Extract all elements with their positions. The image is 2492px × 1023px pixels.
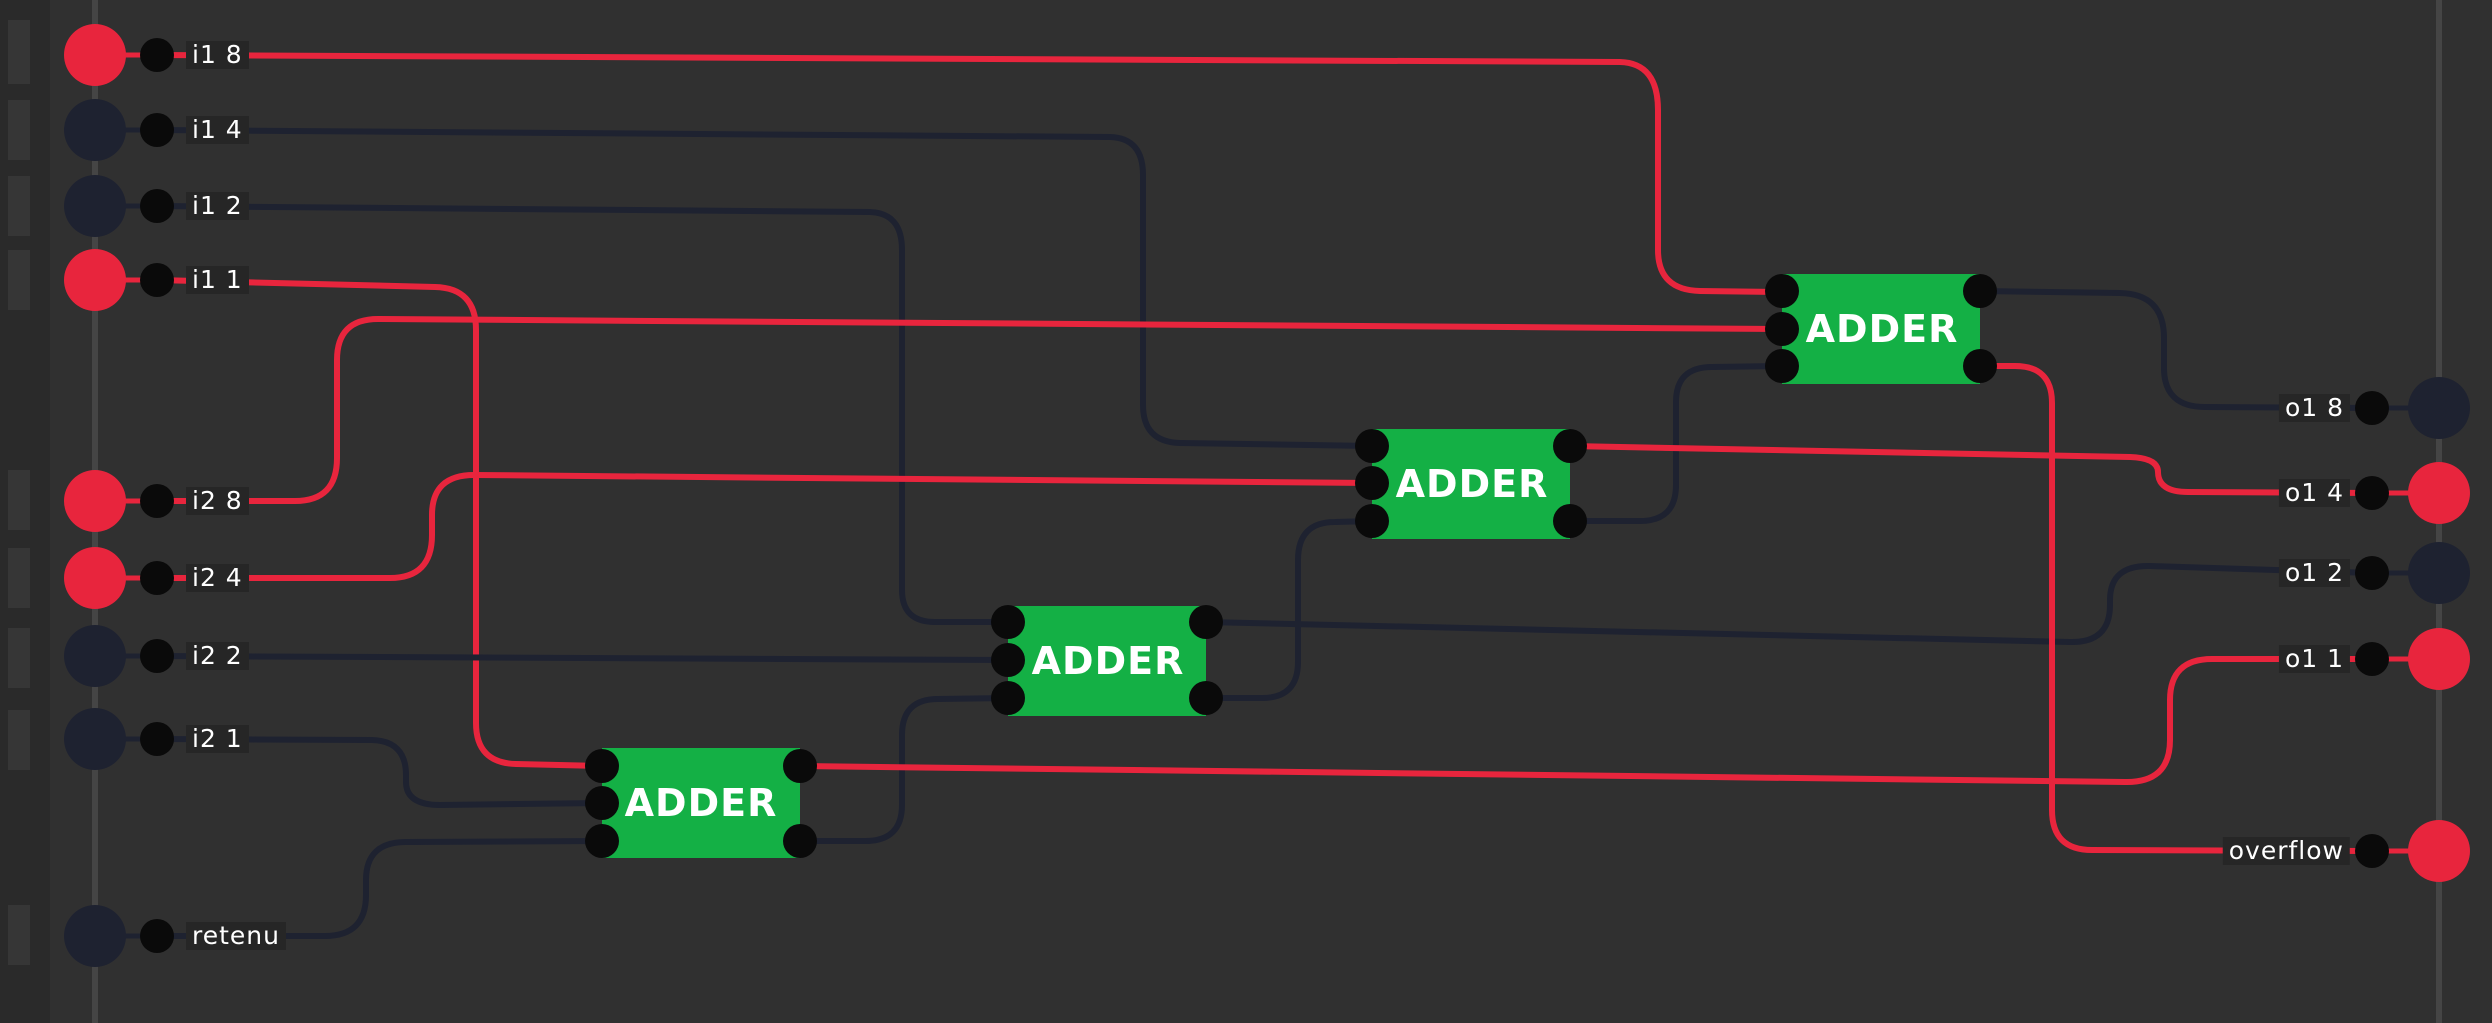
wire-i2-1-to-adder1	[154, 736, 605, 808]
rail-slot	[8, 100, 30, 160]
input-toggle-i2_4[interactable]	[64, 547, 126, 609]
adder-1-body[interactable]	[602, 748, 800, 858]
wire-adder4-sum-to-o1-8	[1977, 288, 2375, 411]
adder-1-input-pin[interactable]	[585, 786, 619, 820]
adder-4-input-pin[interactable]	[1765, 274, 1799, 308]
input-label-i2-8: i2 8	[186, 487, 249, 515]
input-pin-i1_2[interactable]	[140, 189, 174, 223]
adder-2-carry-pin[interactable]	[1189, 681, 1223, 715]
output-lamp-o1_2	[2408, 542, 2470, 604]
wire-retenu-to-adder1	[154, 838, 605, 939]
input-toggle-i1_1[interactable]	[64, 249, 126, 311]
rail-slot	[8, 250, 30, 310]
output-pin-overflow[interactable]	[2355, 834, 2389, 868]
adder-3-input-pin[interactable]	[1355, 504, 1389, 538]
adder-2-input-pin[interactable]	[991, 605, 1025, 639]
rail-slot	[8, 628, 30, 688]
input-label-i2-1: i2 1	[186, 725, 249, 753]
adder-3-carry-pin[interactable]	[1553, 504, 1587, 538]
wire-i2-2-to-adder2	[154, 653, 1011, 663]
rail-slot	[8, 905, 30, 965]
adder-1-input-pin[interactable]	[585, 824, 619, 858]
adder-1-sum-pin[interactable]	[783, 749, 817, 783]
adder-3-input-pin[interactable]	[1355, 429, 1389, 463]
adder-1-input-pin[interactable]	[585, 749, 619, 783]
wire-adder3-sum-to-o1-4	[1567, 443, 2375, 496]
adder-3-input-pin[interactable]	[1355, 466, 1389, 500]
adder-3-sum-pin[interactable]	[1553, 429, 1587, 463]
input-toggle-retenu[interactable]	[64, 905, 126, 967]
output-lamp-overflow	[2408, 820, 2470, 882]
input-toggle-i1_8[interactable]	[64, 24, 126, 86]
output-pin-o1_8[interactable]	[2355, 391, 2389, 425]
output-label-o1-1: o1 1	[2278, 645, 2350, 673]
output-label-overflow: overflow	[2222, 837, 2350, 865]
wire-i1-2-to-adder2	[154, 203, 1011, 625]
wire-adder2-carry-to-adder3	[1203, 518, 1375, 701]
rail-slot	[8, 710, 30, 770]
input-label-i2-4: i2 4	[186, 564, 249, 592]
input-label-i1-2: i1 2	[186, 192, 249, 220]
input-toggle-i1_4[interactable]	[64, 99, 126, 161]
input-toggle-i2_1[interactable]	[64, 708, 126, 770]
input-toggle-i2_8[interactable]	[64, 470, 126, 532]
output-label-o1-8: o1 8	[2278, 394, 2350, 422]
input-pin-i1_8[interactable]	[140, 38, 174, 72]
input-label-i2-2: i2 2	[186, 642, 249, 670]
wire-adder3-carry-to-adder4	[1567, 363, 1785, 524]
input-label-i1-4: i1 4	[186, 116, 249, 144]
adder-4-sum-pin[interactable]	[1963, 274, 1997, 308]
adder-4-input-pin[interactable]	[1765, 312, 1799, 346]
wire-i1-4-to-adder3	[154, 127, 1375, 449]
rail-slot	[8, 176, 30, 236]
adder-2-input-pin[interactable]	[991, 643, 1025, 677]
input-pin-i1_4[interactable]	[140, 113, 174, 147]
input-pin-i2_8[interactable]	[140, 484, 174, 518]
input-pin-i1_1[interactable]	[140, 263, 174, 297]
rail-slot	[8, 548, 30, 608]
input-label-i1-1: i1 1	[186, 266, 249, 294]
input-toggle-i1_2[interactable]	[64, 175, 126, 237]
wire-i2-4-to-adder3	[154, 472, 1375, 581]
output-pin-o1_1[interactable]	[2355, 642, 2389, 676]
input-toggle-i2_2[interactable]	[64, 625, 126, 687]
adder-3-body[interactable]	[1372, 429, 1570, 539]
adder-1-carry-pin[interactable]	[783, 824, 817, 858]
input-pin-retenu[interactable]	[140, 919, 174, 953]
adder-2-body[interactable]	[1008, 606, 1206, 716]
wire-i1-8-to-adder4	[154, 52, 1785, 295]
output-lamp-o1_4	[2408, 462, 2470, 524]
wire-i2-8-to-adder4	[154, 316, 1785, 504]
adder-4-body[interactable]	[1782, 274, 1980, 384]
input-pin-i2_1[interactable]	[140, 722, 174, 756]
wire-adder1-sum-to-o1-1	[797, 656, 2375, 786]
wire-adder4-carry-to-overflow	[1977, 363, 2375, 854]
output-label-o1-4: o1 4	[2278, 479, 2350, 507]
adder-4-input-pin[interactable]	[1765, 349, 1799, 383]
input-pin-i2_4[interactable]	[140, 561, 174, 595]
input-label-retenu: retenu	[186, 922, 286, 950]
adder-2-input-pin[interactable]	[991, 681, 1025, 715]
output-pin-o1_4[interactable]	[2355, 476, 2389, 510]
output-pin-o1_2[interactable]	[2355, 556, 2389, 590]
adder-4-carry-pin[interactable]	[1963, 349, 1997, 383]
wire-adder2-sum-to-o1-2	[1203, 562, 2375, 646]
output-label-o1-2: o1 2	[2278, 559, 2350, 587]
input-label-i1-8: i1 8	[186, 41, 249, 69]
output-lamp-o1_1	[2408, 628, 2470, 690]
rail-slot	[8, 20, 30, 84]
rail-slot	[8, 470, 30, 530]
input-pin-i2_2[interactable]	[140, 639, 174, 673]
output-lamp-o1_8	[2408, 377, 2470, 439]
wire-i1-1-to-adder1	[154, 277, 605, 769]
adder-2-sum-pin[interactable]	[1189, 605, 1223, 639]
